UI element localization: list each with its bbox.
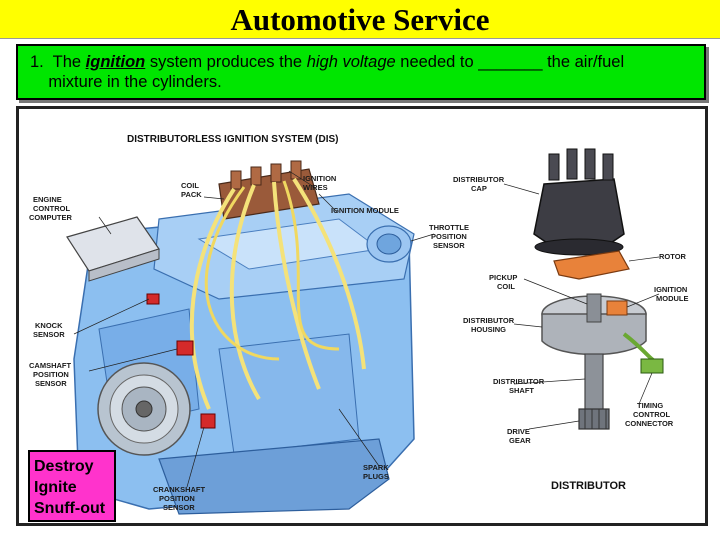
label-ignition-module: IGNITION MODULE: [331, 206, 399, 215]
question-number: 1.: [30, 53, 44, 71]
label-ignition-wires: IGNITION WIRES: [303, 174, 338, 192]
label-distributor-cap: DISTRIBUTOR CAP: [453, 175, 506, 193]
question-high-voltage: high voltage: [306, 53, 396, 71]
label-distributor-housing: DISTRIBUTOR HOUSING: [463, 316, 516, 334]
label-ignition-module-distributor: IGNITION MODULE: [654, 285, 689, 303]
title-bar: Automotive Service: [0, 0, 720, 39]
label-distributor: DISTRIBUTOR: [551, 480, 626, 492]
label-drive-gear: DRIVE GEAR: [507, 427, 532, 445]
answer-choices: Destroy Ignite Snuff-out: [28, 450, 116, 522]
label-rotor: ROTOR: [659, 252, 687, 261]
question-text: 1. The ignition system produces the high…: [30, 52, 696, 92]
question-line-2: mixture in the cylinders.: [48, 73, 222, 91]
label-crankshaft-position-sensor: CRANKSHAFT POSITION SENSOR: [153, 485, 207, 512]
answer-choice: Destroy: [34, 458, 94, 475]
question-part-2: system produces the: [149, 53, 303, 71]
question-box: 1. The ignition system produces the high…: [16, 44, 706, 100]
question-part-3: needed to _______ the air/fuel: [400, 53, 625, 71]
ignition-diagram: DISTRIBUTORLESS IGNITION SYSTEM (DIS) CO…: [16, 106, 708, 526]
label-knock-sensor: KNOCK SENSOR: [33, 321, 65, 339]
engine-illustration: [66, 160, 415, 515]
label-pickup-coil: PICKUP COIL: [489, 273, 519, 291]
ignition-diagram-svg: DISTRIBUTORLESS IGNITION SYSTEM (DIS) CO…: [29, 134, 689, 515]
label-spark-plugs: SPARK PLUGS: [363, 463, 391, 481]
label-throttle-position-sensor: THROTTLE POSITION SENSOR: [429, 223, 471, 250]
answer-choice: Snuff-out: [34, 500, 106, 517]
leader-lines: [73, 170, 660, 488]
question-part-1: The: [52, 53, 82, 71]
answer-choice: Ignite: [34, 479, 77, 496]
label-camshaft-position-sensor: CAMSHAFT POSITION SENSOR: [29, 361, 73, 388]
label-coil-pack: COIL PACK: [181, 181, 202, 199]
label-engine-control-computer: ENGINE CONTROL COMPUTER: [29, 195, 73, 222]
figure-title: DISTRIBUTORLESS IGNITION SYSTEM (DIS): [127, 134, 339, 145]
slide-title: Automotive Service: [230, 2, 490, 37]
distributor-illustration: [533, 148, 664, 430]
question-ignition-word: ignition: [85, 53, 146, 71]
label-timing-control-connector: TIMING CONTROL CONNECTOR: [625, 401, 674, 428]
label-distributor-shaft: DISTRIBUTOR SHAFT: [493, 377, 546, 395]
